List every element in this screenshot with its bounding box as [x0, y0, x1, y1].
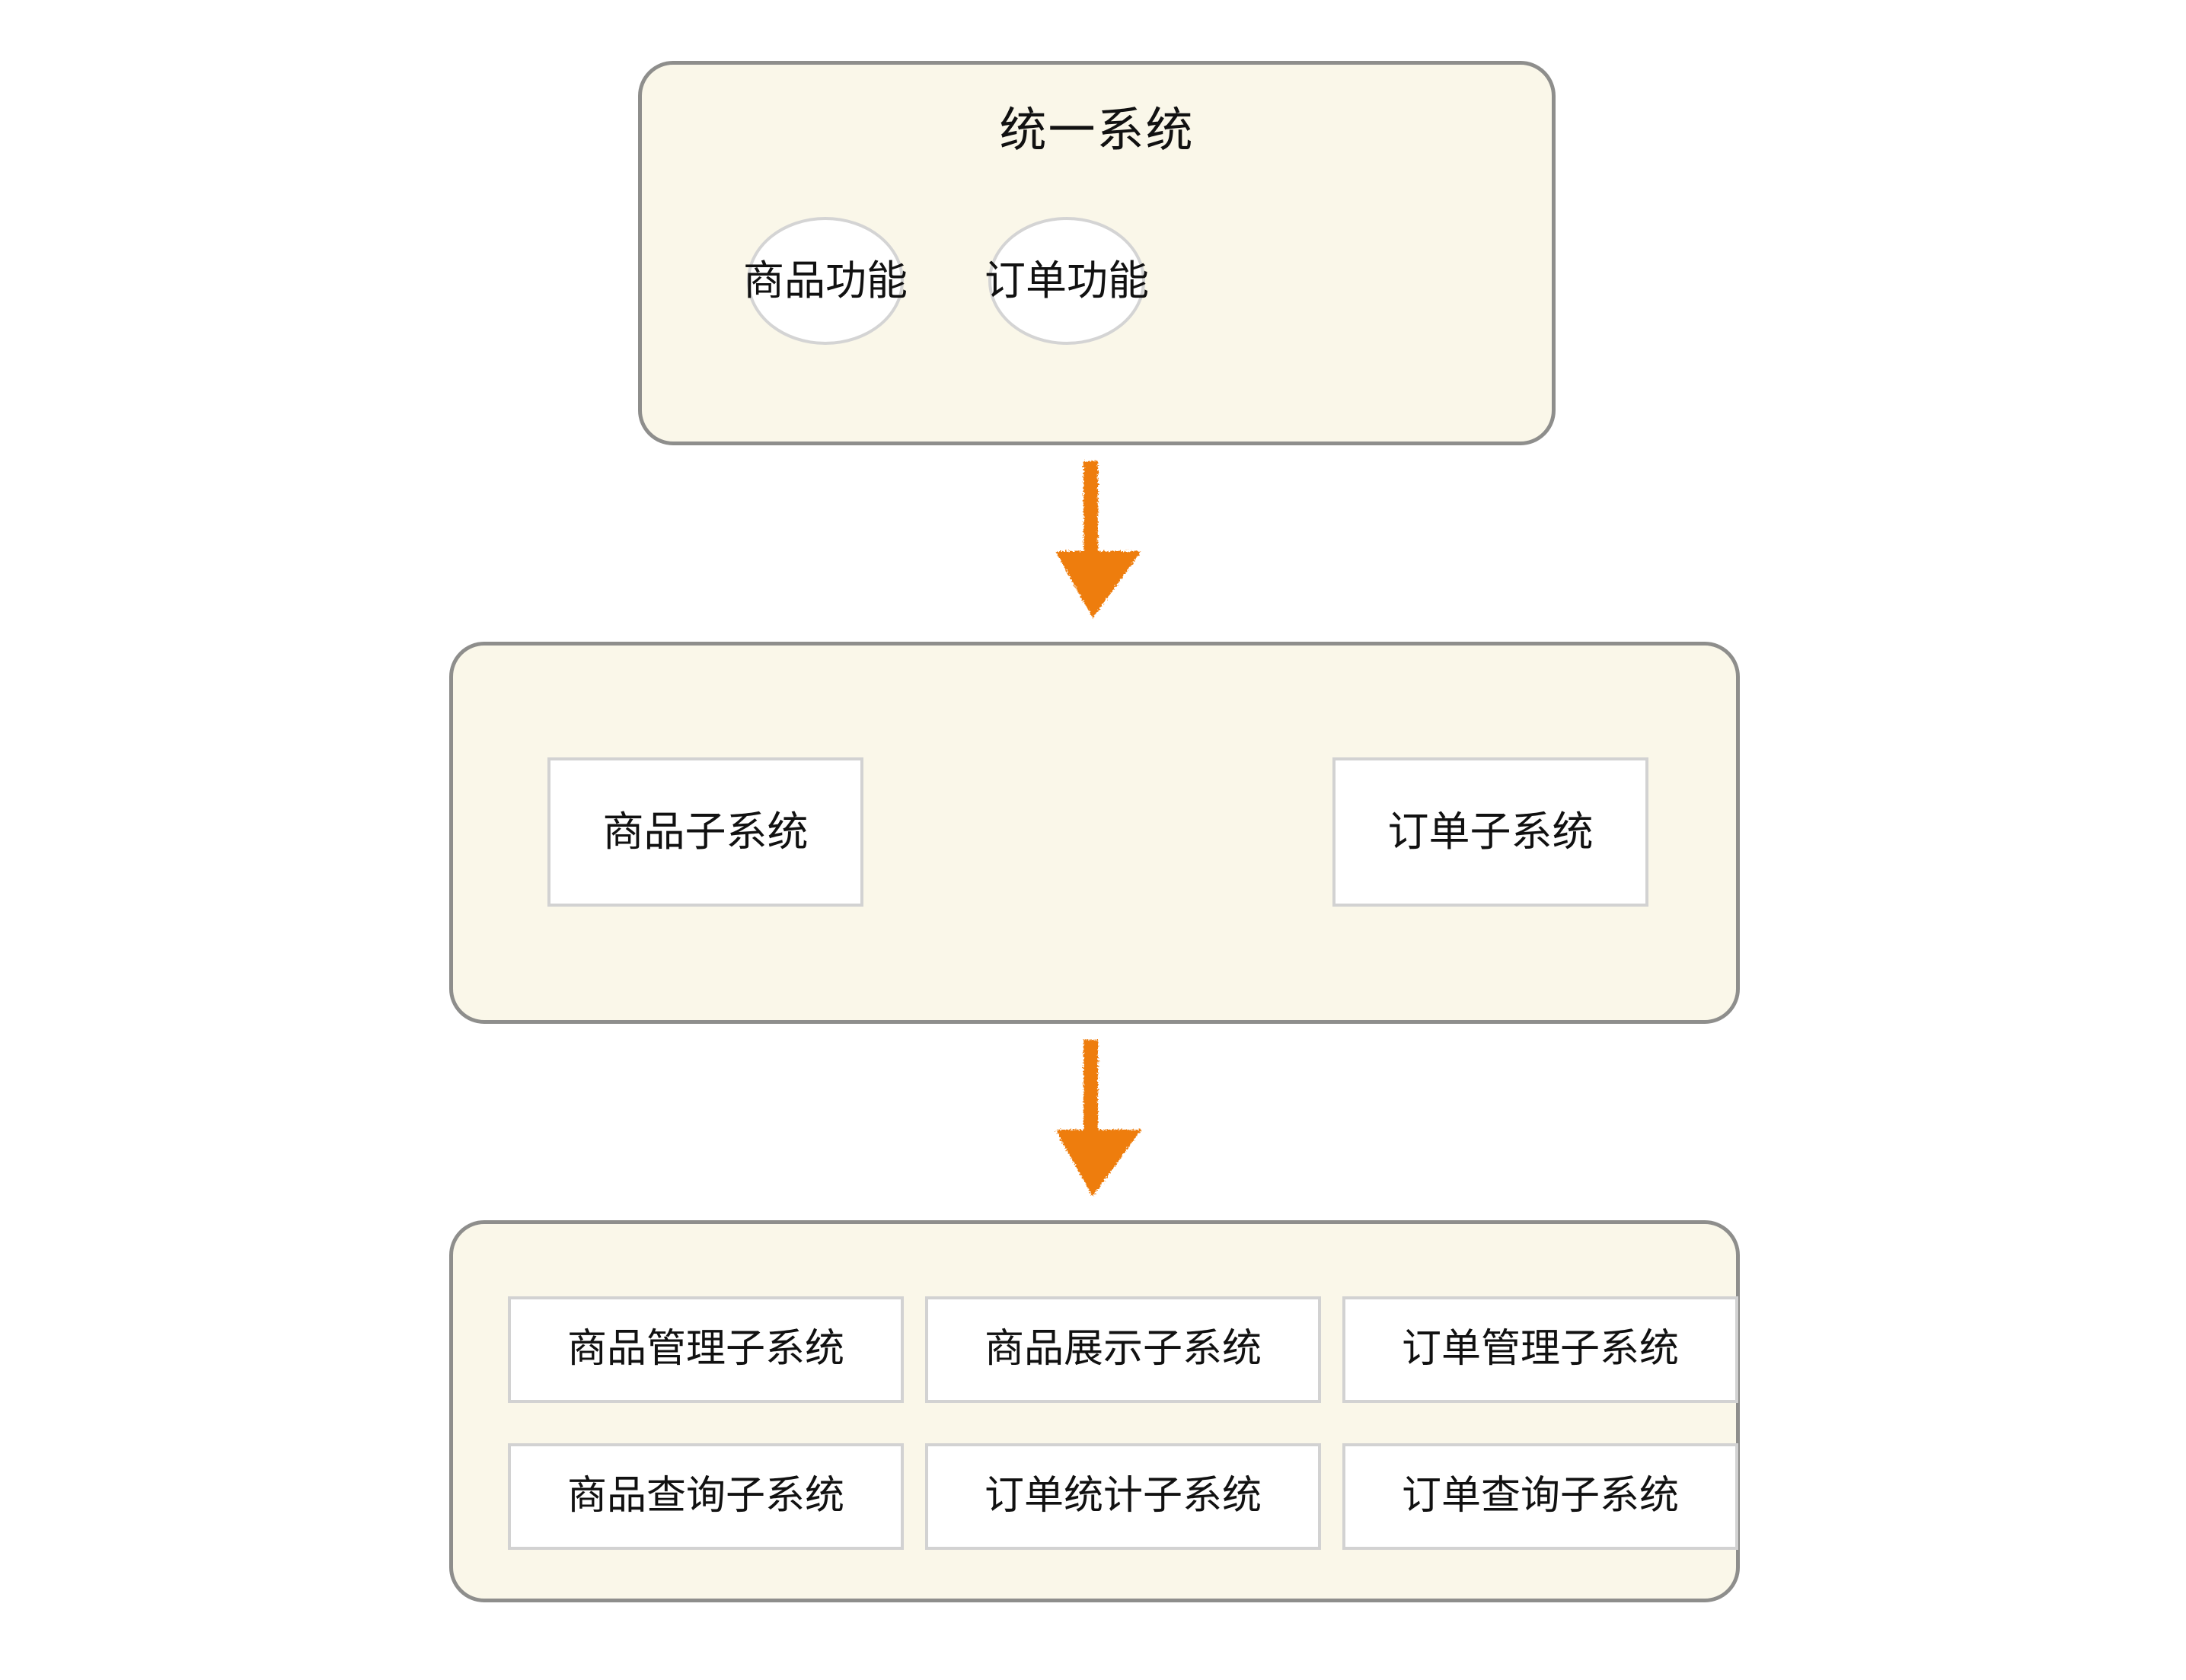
node-label-order-subsystem: 订单子系统: [1387, 808, 1594, 856]
panel-unified-system[interactable]: 统一系统 商品功能 订单功能: [638, 61, 1556, 445]
arrow-down-icon: [1055, 461, 1141, 618]
node-order-function[interactable]: 订单功能: [984, 217, 1149, 345]
node-product-query-subsystem[interactable]: 商品查询子系统: [508, 1443, 904, 1550]
node-label-product-query-subsystem: 商品查询子系统: [566, 1473, 844, 1519]
node-label-product-management-subsystem: 商品管理子系统: [566, 1326, 844, 1372]
node-product-subsystem[interactable]: 商品子系统: [547, 757, 863, 907]
node-label-order-management-subsystem: 订单管理子系统: [1401, 1326, 1679, 1372]
node-order-subsystem[interactable]: 订单子系统: [1332, 757, 1648, 907]
panel-subsystems-level3[interactable]: 商品管理子系统 商品展示子系统 订单管理子系统 商品查询子系统 订单统计子系统 …: [449, 1220, 1740, 1602]
node-product-function[interactable]: 商品功能: [743, 217, 908, 345]
panel-title-unified-system: 统一系统: [999, 102, 1195, 158]
node-product-management-subsystem[interactable]: 商品管理子系统: [508, 1296, 904, 1403]
node-label-product-subsystem: 商品子系统: [602, 808, 809, 856]
arrow-level2-to-level3: [1055, 1035, 1184, 1218]
node-label-product-function: 商品功能: [743, 257, 908, 305]
node-label-order-function: 订单功能: [984, 257, 1149, 305]
node-label-order-query-subsystem: 订单查询子系统: [1401, 1473, 1679, 1519]
arrow-down-icon: [1055, 1040, 1141, 1197]
node-product-display-subsystem[interactable]: 商品展示子系统: [925, 1296, 1321, 1403]
arrow-level1-to-level2: [1055, 457, 1184, 639]
node-order-query-subsystem[interactable]: 订单查询子系统: [1342, 1443, 1738, 1550]
node-order-statistics-subsystem[interactable]: 订单统计子系统: [925, 1443, 1321, 1550]
node-label-product-display-subsystem: 商品展示子系统: [984, 1326, 1262, 1372]
node-label-order-statistics-subsystem: 订单统计子系统: [984, 1473, 1262, 1519]
node-order-management-subsystem[interactable]: 订单管理子系统: [1342, 1296, 1738, 1403]
panel-subsystems-level2[interactable]: 商品子系统 订单子系统: [449, 642, 1740, 1024]
